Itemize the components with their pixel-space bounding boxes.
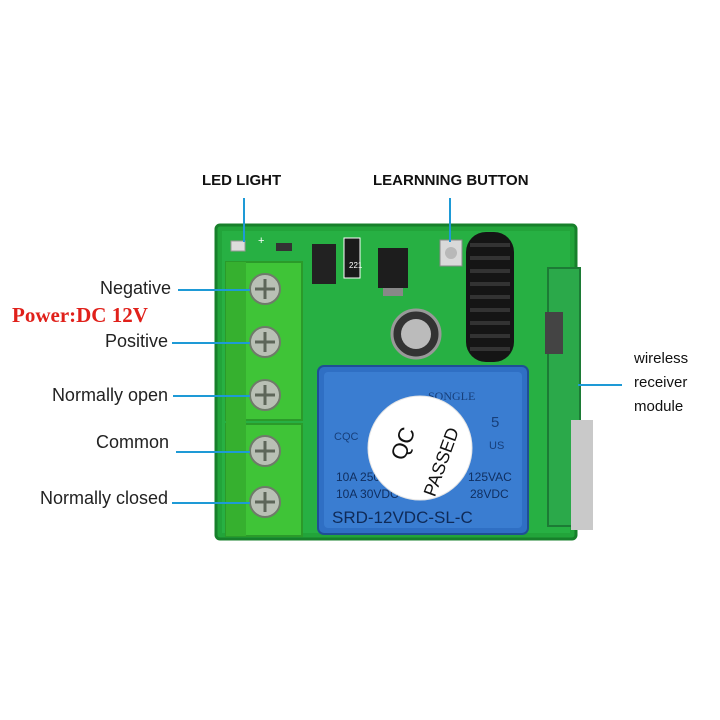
negative-leader-line — [178, 289, 250, 291]
normally-open-leader-line — [173, 395, 250, 397]
relay-us: US — [489, 440, 504, 452]
learning-button-leader-line — [449, 198, 451, 242]
wireless-receiver-module-label: wireless receiver module — [634, 349, 688, 417]
capacitor-top — [401, 319, 431, 349]
screw-negative — [249, 273, 281, 305]
relay-rating-2b: 28VDC — [470, 487, 509, 501]
normally-closed-label: Normally closed — [39, 488, 168, 508]
led — [230, 240, 246, 252]
led-resistor — [276, 243, 292, 251]
screw-normally-open — [249, 379, 281, 411]
learning-button-label: LEARNNING BUTTON — [373, 172, 529, 189]
normally-closed-leader-line — [172, 502, 250, 504]
negative-label: Negative — [99, 278, 171, 298]
wireless-label-line3: module — [634, 398, 684, 415]
power-label: Power:DC 12V — [12, 303, 148, 327]
wireless-leader-line — [578, 384, 622, 386]
chip-transistor — [312, 244, 336, 284]
led-mark: + — [258, 235, 264, 247]
learning-button-cap — [445, 247, 457, 259]
screw-common — [249, 435, 281, 467]
screw-normally-closed — [249, 486, 281, 518]
antenna-coil — [466, 232, 514, 362]
qc-sticker: QC PASSED — [367, 395, 473, 501]
screw-positive — [249, 326, 281, 358]
regulator-pins — [383, 288, 403, 296]
relay-model: SRD-12VDC-SL-C — [332, 508, 473, 527]
common-label: Common — [95, 432, 169, 452]
relay-cert: CQC — [334, 431, 359, 443]
voltage-regulator — [378, 248, 408, 288]
chip-221 — [343, 237, 361, 279]
relay-rating-1b: 125VAC — [468, 470, 512, 484]
positive-leader-line — [172, 342, 250, 344]
relay-rating-2: 10A 30VDC — [336, 487, 399, 501]
receiver-connector — [545, 312, 563, 354]
led-leader-line — [243, 198, 245, 242]
relay-num: 5 — [491, 414, 499, 431]
wireless-label-line1: wireless — [634, 350, 689, 367]
chip-221-label: 221 — [349, 261, 363, 270]
normally-open-label: Normally open — [51, 385, 168, 405]
wireless-label-line2: receiver — [634, 374, 688, 391]
receiver-pins — [571, 420, 593, 530]
led-light-label: LED LIGHT — [202, 172, 282, 189]
positive-label: Positive — [104, 331, 168, 351]
common-leader-line — [176, 451, 250, 453]
